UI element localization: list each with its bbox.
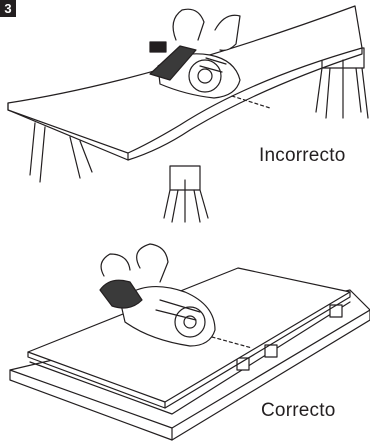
caption-correct: Correcto bbox=[261, 400, 335, 422]
caption-incorrect: Incorrecto bbox=[259, 145, 345, 167]
